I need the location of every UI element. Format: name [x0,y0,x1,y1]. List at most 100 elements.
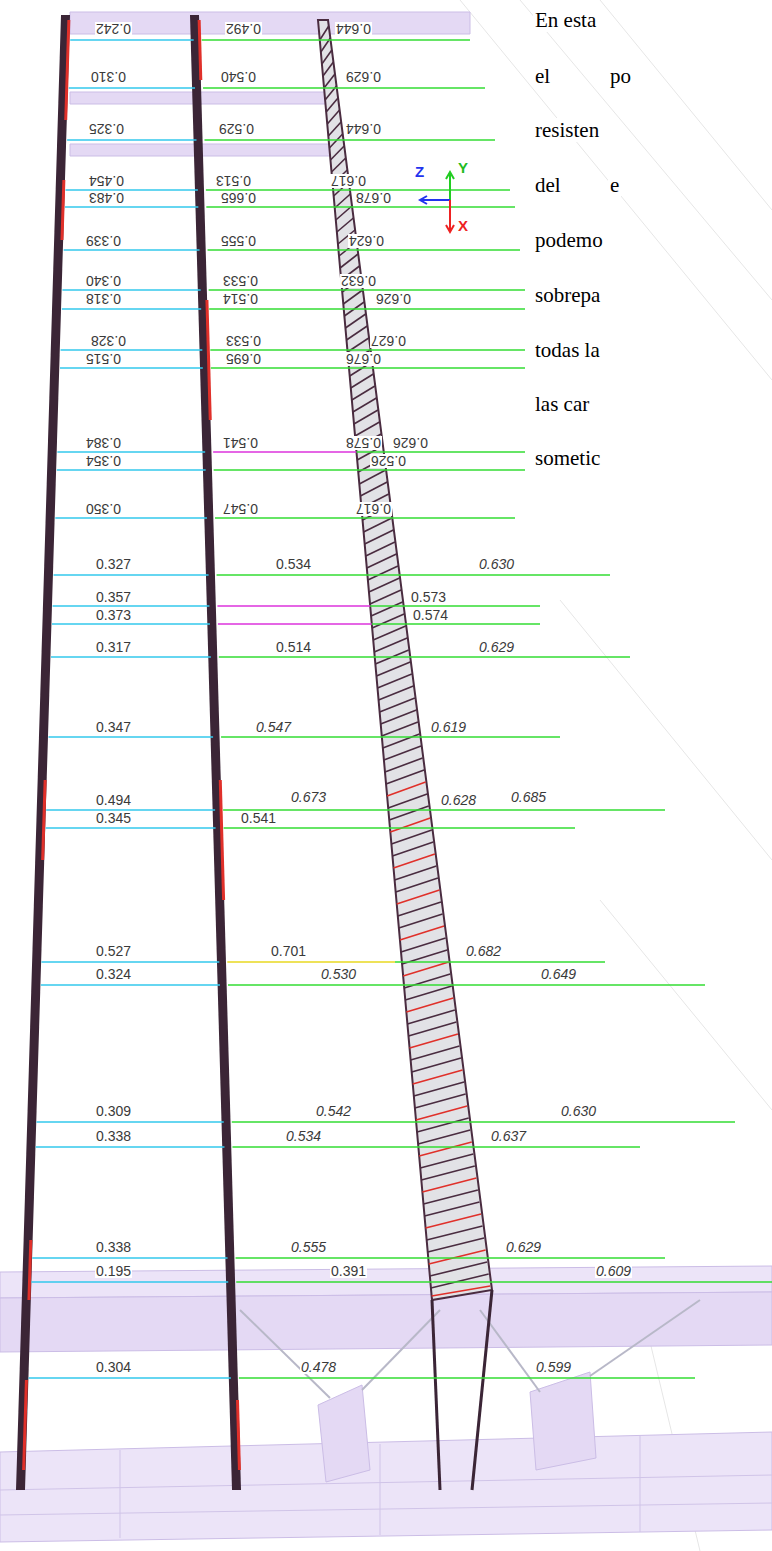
ratio-label: 0.574 [412,608,449,622]
column [472,1290,492,1490]
body-text: del [533,173,563,197]
hatch-line [385,758,423,772]
beam-line [62,289,200,290]
ratio-label: 0.627 [370,334,407,348]
ratio-label: 0.357 [95,590,132,604]
ratio-label: 0.534 [285,1129,322,1143]
beam-line [67,139,196,140]
stressed-segment [237,1400,239,1470]
hatch-line [404,974,450,988]
hatch-line [395,866,437,880]
hatch-line [354,410,378,424]
column [432,1300,440,1490]
beam-line [36,1146,225,1147]
axis-label: Y [457,160,469,175]
ratio-label: 0.578 [345,436,382,450]
ratio-label: 0.340 [85,274,122,288]
hatch-line [322,50,332,64]
hatch-line [410,1034,458,1048]
hatch-line [390,818,430,832]
hatch-line [427,1226,483,1240]
ratio-label: 0.350 [85,502,122,516]
foundation-grid [0,1436,772,1538]
ratio-label: 0.515 [85,352,122,366]
hatch-line [379,686,414,700]
hatch-line [430,1262,487,1276]
ratio-label: 0.310 [90,70,127,84]
slab [0,1292,772,1352]
hatch-line [370,590,401,604]
ratio-label: 0.526 [370,454,407,468]
body-text: todas la [533,338,602,362]
ratio-label: 0.682 [465,944,502,958]
hatch-line [320,26,329,40]
ratio-label: 0.644 [335,22,372,36]
hatch-line [368,566,398,580]
hatch-line [399,914,443,928]
ratio-label: 0.324 [95,967,132,981]
ratio-label: 0.384 [85,436,122,450]
hatch-line [373,626,405,640]
ratio-label: 0.373 [95,608,132,622]
ratio-label: 0.665 [220,191,257,205]
ratio-label: 0.619 [430,720,467,734]
body-text: e [608,173,621,197]
axis-label: X [457,218,469,233]
hatch-line [374,638,407,652]
hatch-line [372,614,404,628]
beam-line [232,1146,640,1147]
hatch-line [359,470,385,484]
ratio-label: 0.630 [478,557,515,571]
wall [318,1385,370,1482]
beam-line [203,87,485,88]
hatch-line [398,902,441,916]
axis-arrow [420,199,450,201]
beam-line [208,249,520,250]
stressed-segment [207,300,210,420]
ratio-label: 0.527 [95,944,132,958]
hatch-line [351,374,374,388]
stressed-segment [29,1240,31,1300]
foundation-slab [0,1432,772,1542]
beam-line [202,39,470,40]
hatch-line [381,710,417,724]
beam-line [31,1281,228,1282]
beam-line [61,349,203,350]
hatch-line [326,98,338,112]
ratio-label: 0.541 [240,811,277,825]
ratio-label: 0.685 [510,790,547,804]
ratio-label: 0.547 [255,720,292,734]
ratio-label: 0.629 [345,70,382,84]
hatch-line [417,1118,469,1132]
hatch-line [353,398,377,412]
body-text: el [533,64,552,88]
hatch-line [391,830,431,844]
hatch-line [387,782,426,796]
ratio-label: 0.513 [215,174,252,188]
ratio-label: 0.632 [340,274,377,288]
beam-line [214,469,525,470]
hatch-line [366,542,395,556]
hatch-line [408,1022,456,1036]
hatch-line [365,530,394,544]
ratio-label: 0.701 [270,944,307,958]
hatch-line [419,1142,472,1156]
hatch-line [429,1250,486,1264]
beam-line [236,1257,665,1258]
ratio-label: 0.542 [315,1104,352,1118]
beam-line [227,961,395,962]
body-text: sobrepa [533,283,602,307]
hatch-line [340,254,358,268]
ratio-label: 0.629 [478,640,515,654]
ratio-label: 0.626 [375,292,412,306]
ratio-label: 0.541 [222,436,259,450]
hatch-line [432,1286,491,1296]
hatch-line [352,386,375,400]
braces [240,1300,700,1398]
beam-line [51,656,211,657]
beam-line [211,367,525,368]
ratio-label: 0.494 [95,793,132,807]
ratio-label: 0.317 [95,640,132,654]
ratio-label: 0.309 [95,1104,132,1118]
